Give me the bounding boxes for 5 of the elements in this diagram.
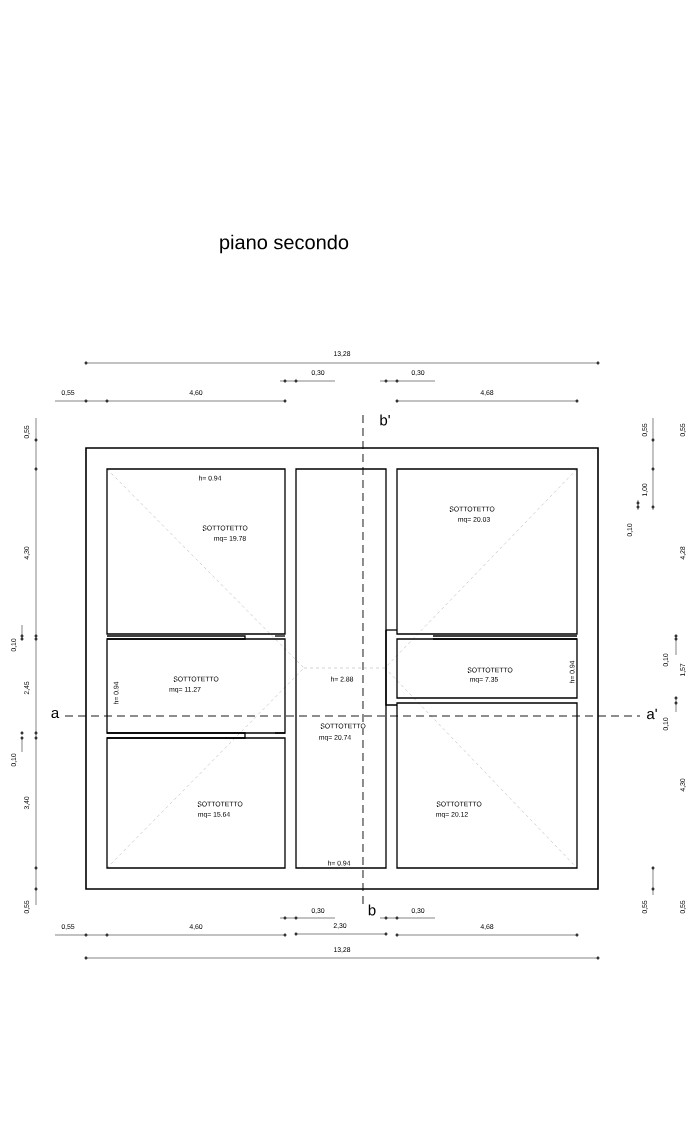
section-marker: b xyxy=(367,903,377,917)
section-marker: b' xyxy=(378,413,392,427)
section-marker: a xyxy=(50,709,60,719)
section-marker: a' xyxy=(645,708,659,720)
title: piano secondo xyxy=(220,234,349,254)
